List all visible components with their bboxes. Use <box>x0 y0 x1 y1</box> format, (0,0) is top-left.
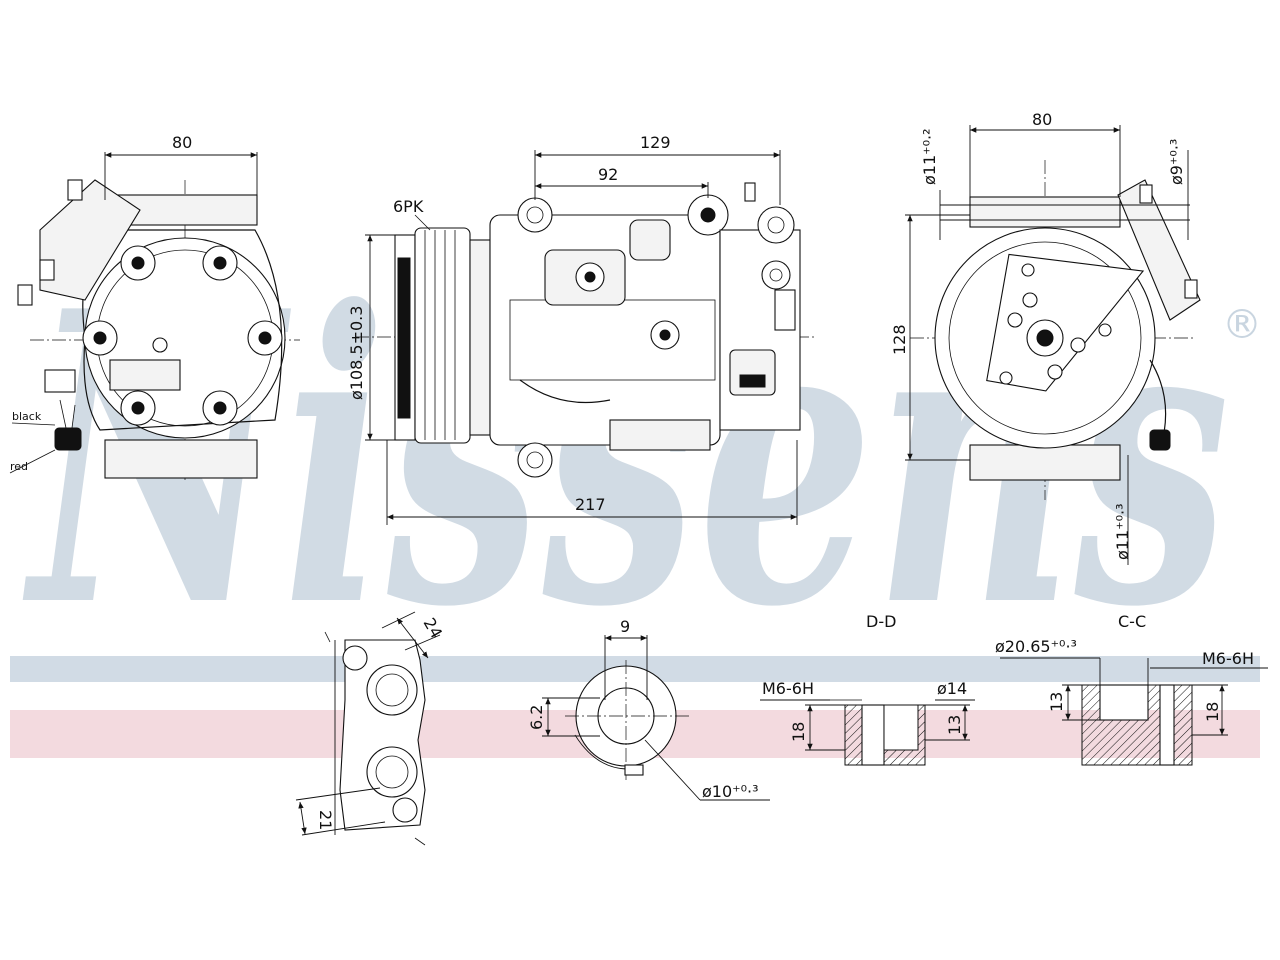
front-width-dim: 80 <box>172 133 192 152</box>
section-cc-depth-left: 13 <box>1047 692 1066 712</box>
pulley-diameter-dim: ø108.5±0.3 <box>347 306 366 400</box>
section-dd-diameter: ø14 <box>937 679 967 698</box>
side-view: 6PK ø108.5±0.3 217 129 92 <box>347 133 815 525</box>
rear-width-dim: 80 <box>1032 110 1052 129</box>
section-cc-title: C-C <box>1118 612 1146 631</box>
section-dd-thread: M6-6H <box>762 679 814 698</box>
port-top-left-dim: ø11⁺⁰·² <box>920 128 939 185</box>
belt-label: 6PK <box>393 197 424 216</box>
front-view: 80 black red <box>9 133 300 480</box>
top-dim-inner: 92 <box>598 165 618 184</box>
port-diameter-dim: ø10⁺⁰·³ <box>702 782 759 801</box>
manifold-dim-bottom: 21 <box>316 810 335 830</box>
detail-port: 9 6.2 ø10⁺⁰·³ <box>527 617 770 801</box>
section-dd-title: D-D <box>866 612 896 631</box>
top-dim-outer: 129 <box>640 133 671 152</box>
section-dd: D-D M6-6H ø14 18 13 <box>760 612 975 766</box>
port-bottom-dim: ø11⁺⁰·³ <box>1113 503 1132 560</box>
rear-view: 80 128 ø11⁺⁰·² ø9⁺⁰·³ ø11⁺⁰·³ <box>890 110 1201 565</box>
length-total-dim: 217 <box>575 495 606 514</box>
front-bolts <box>82 245 283 426</box>
section-dd-depth-left: 18 <box>789 722 808 742</box>
rear-height-dim: 128 <box>890 324 909 355</box>
wire-label-red: red <box>10 460 28 473</box>
section-cc-depth-right: 18 <box>1203 702 1222 722</box>
wire-label-black: black <box>12 410 42 423</box>
section-cc-thread: M6-6H <box>1202 649 1254 668</box>
section-dd-depth-right: 13 <box>945 715 964 735</box>
section-cc-diameter: ø20.65⁺⁰·³ <box>995 637 1077 656</box>
port-width-dim: 9 <box>620 617 630 636</box>
section-cc: C-C ø20.65⁺⁰·³ M6-6H 13 18 <box>995 612 1268 766</box>
registered-mark: ® <box>1222 302 1262 348</box>
port-top-right-dim: ø9⁺⁰·³ <box>1167 139 1186 185</box>
detail-manifold: 24 21 <box>295 611 446 846</box>
port-height-dim: 6.2 <box>527 705 546 730</box>
